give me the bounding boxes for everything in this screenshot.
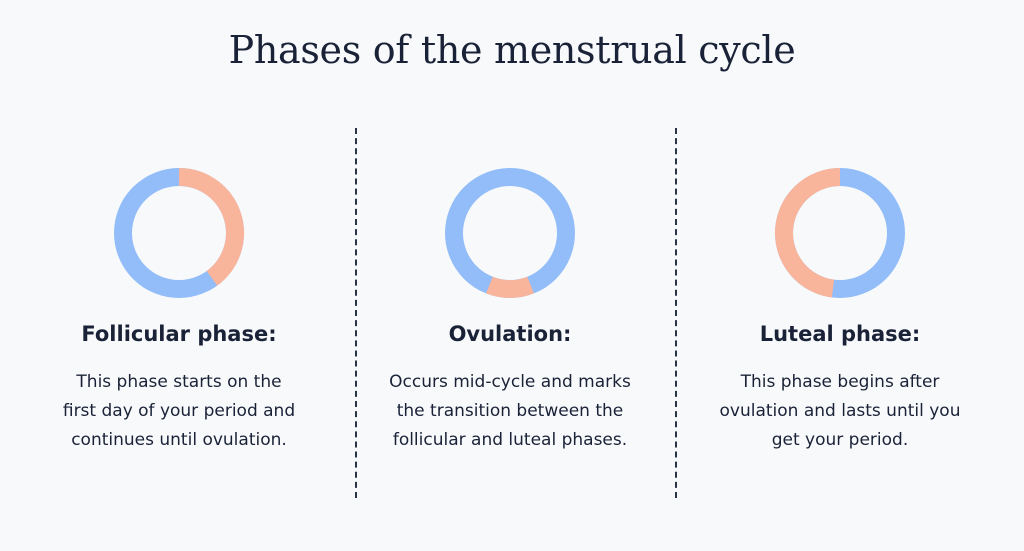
phase-description: This phase starts on the first day of yo…: [62, 372, 296, 450]
cycle-ring-base: [445, 168, 575, 298]
phase-heading: Luteal phase:: [759, 322, 921, 346]
divider-right: [675, 128, 677, 498]
phase-heading: Follicular phase:: [81, 322, 277, 346]
phase-follicular: Follicular phase: This phase starts on t…: [29, 166, 329, 455]
ovulation-cycle-ring: [445, 168, 575, 298]
phase-ovulation: Ovulation: Occurs mid-cycle and marks th…: [360, 166, 660, 455]
follicular-cycle-ring: [114, 168, 244, 298]
luteal-cycle-ring: [775, 168, 905, 298]
phase-description: Occurs mid-cycle and marks the transitio…: [389, 372, 631, 450]
cycle-ring-highlight: [775, 168, 841, 298]
phase-description: This phase begins after ovulation and la…: [719, 372, 961, 450]
page-title: Phases of the menstrual cycle: [228, 28, 796, 72]
phase-luteal: Luteal phase: This phase begins after ov…: [690, 166, 990, 455]
cycle-ring-highlight: [178, 168, 244, 286]
phase-heading: Ovulation:: [448, 322, 572, 346]
divider-left: [355, 128, 357, 498]
cycle-ring-highlight: [486, 276, 534, 298]
